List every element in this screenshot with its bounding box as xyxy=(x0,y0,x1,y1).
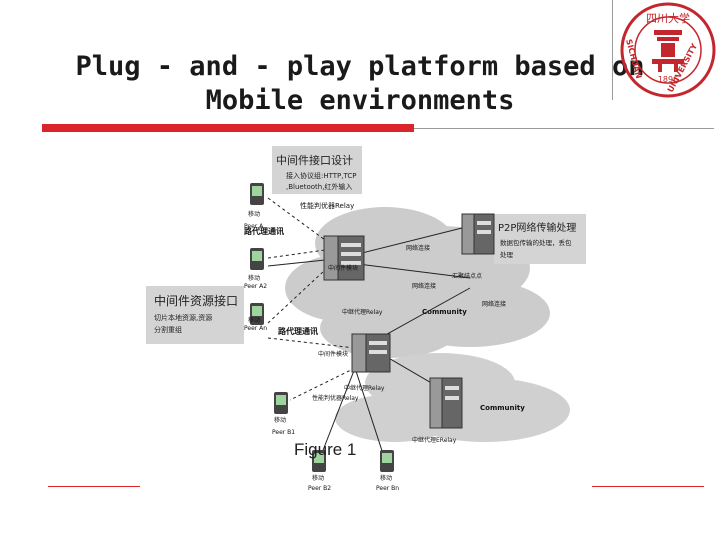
label-peer-b2: Peer B2 xyxy=(308,485,331,492)
box-top-line1: 接入协议组:HTTP,TCP xyxy=(286,171,356,180)
label-middleware-module-1: 中间件模块 xyxy=(328,264,358,272)
label-relay-d: 性能判优器Relay xyxy=(312,394,359,402)
figure-caption: Figure 1 xyxy=(294,440,357,459)
label-relay-a: 性能判优器Relay xyxy=(300,201,354,210)
logo-top-text: 四川大学 xyxy=(646,11,690,25)
label-route-comm-1: 路代理通讯 xyxy=(244,226,284,236)
label-peer-a2: Peer A2 xyxy=(244,283,267,290)
box-right-title: P2P网络传输处理 xyxy=(498,221,576,234)
label-peer-b1: Peer B1 xyxy=(272,429,295,436)
relay-server-c xyxy=(429,377,463,429)
relay-server-a xyxy=(323,235,365,281)
label-mobile-a: 移动 xyxy=(248,210,260,218)
label-relay-e: 中继代理ERelay xyxy=(412,436,457,444)
box-right-line1: 数据包传输的处理，丢包 xyxy=(500,238,572,247)
label-mobile-b2: 移动 xyxy=(312,474,324,482)
label-mobile-an: 移动 xyxy=(248,316,260,324)
footer-rule-left xyxy=(48,486,140,487)
label-middleware-module-2: 中间件模块 xyxy=(318,350,348,358)
label-mobile-b1: 移动 xyxy=(274,416,286,424)
label-peer-a: Peer A xyxy=(244,223,264,230)
footer-rule-right xyxy=(592,486,704,487)
label-peer-bn: Peer Bn xyxy=(376,485,399,492)
box-top-title: 中间件接口设计 xyxy=(276,154,353,167)
label-mobile-a2: 移动 xyxy=(248,274,260,282)
label-route-comm-2: 路代理通讯 xyxy=(278,326,318,336)
title-line-2: Mobile environments xyxy=(205,85,515,116)
mobile-device-peer-b1 xyxy=(274,392,288,414)
label-net-connect-2: 网络连接 xyxy=(412,282,436,290)
label-net-connect-3: 网络连接 xyxy=(482,300,506,308)
middleware-resource-interface-box: 中间件资源接口 切片本地资源,资源 分割重组 xyxy=(146,286,244,344)
title-underline-accent xyxy=(42,124,414,132)
connection-lines xyxy=(267,197,495,461)
label-community-2: Community xyxy=(480,404,525,412)
box-left-title: 中间件资源接口 xyxy=(154,293,238,308)
mobile-device-peer-bn xyxy=(380,450,394,472)
title-line-1: Plug - and - play platform based on xyxy=(75,51,645,82)
slide-title: Plug - and - play platform based on Mobi… xyxy=(60,50,660,118)
university-seal-logo: 四川大学 1896 SICHUAN UNIVERSITY xyxy=(620,2,716,98)
middleware-interface-design-box: 中间件接口设计 接入协议组:HTTP,TCP ,Bluetooth,红外输入 xyxy=(272,146,362,194)
label-relay-b: 中继代理Relay xyxy=(342,308,383,316)
mobile-device-peer-b2 xyxy=(312,450,326,472)
header-divider xyxy=(612,0,613,100)
label-relay-c: 中继代理Relay xyxy=(344,384,385,392)
logo-year: 1896 xyxy=(658,75,678,84)
mobile-device-peer-a2 xyxy=(250,248,264,270)
converge-server xyxy=(461,213,495,255)
title-underline-rule xyxy=(414,128,714,129)
box-left-line2: 分割重组 xyxy=(154,325,182,334)
label-peer-an: Peer An xyxy=(244,325,267,332)
mobile-device-peer-an xyxy=(250,303,264,325)
box-right-line2: 处理 xyxy=(500,250,514,259)
label-converge-node: 汇聚结点点 xyxy=(452,272,482,280)
p2p-transport-box: P2P网络传输处理 数据包传输的处理，丢包 处理 xyxy=(494,214,586,264)
network-diagram: 中间件接口设计 接入协议组:HTTP,TCP ,Bluetooth,红外输入 中… xyxy=(140,138,592,500)
label-community-1: Community xyxy=(422,308,467,316)
box-top-line2: ,Bluetooth,红外输入 xyxy=(286,182,352,191)
label-net-connect-1: 网络连接 xyxy=(406,244,430,252)
mobile-device-peer-a xyxy=(250,183,264,205)
relay-server-b xyxy=(351,333,391,373)
label-mobile-bn: 移动 xyxy=(380,474,392,482)
box-left-line1: 切片本地资源,资源 xyxy=(154,313,212,322)
